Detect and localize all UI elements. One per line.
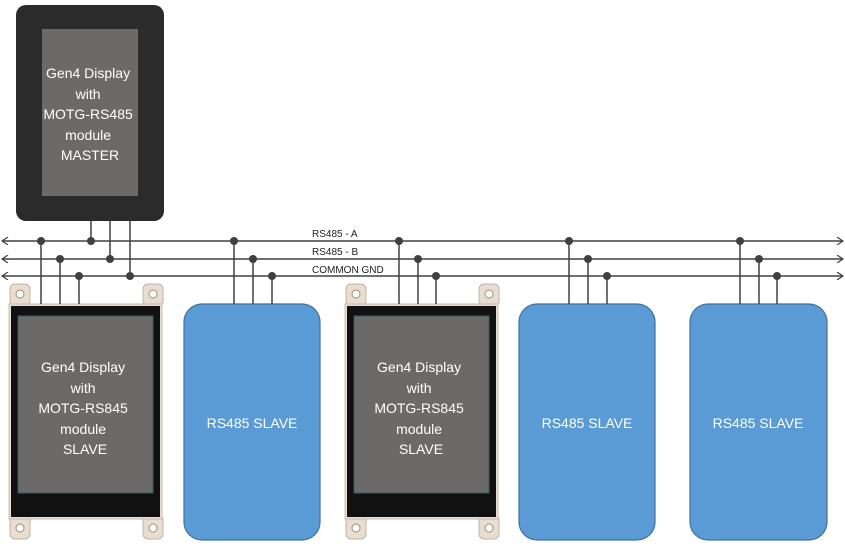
bus	[2, 241, 843, 276]
bus-label-common-gnd: COMMON GND	[312, 265, 384, 276]
display-screen	[17, 315, 154, 494]
master-display: Gen4 Display with MOTG-RS485 module MAST…	[16, 5, 164, 221]
master-bus-connections	[90, 221, 131, 276]
rs485-slave-2: RS485 SLAVE	[518, 303, 656, 541]
slave-display-2: Gen4 Display with MOTG-RS845 module SLAV…	[344, 283, 500, 540]
bus-label-rs485-a: RS485 - A	[312, 229, 358, 240]
slave-label: RS485 SLAVE	[207, 415, 298, 431]
slave-label: RS485 SLAVE	[713, 415, 804, 431]
master-display-label: Gen4 Display with MOTG-RS485 module MAST…	[43, 65, 136, 163]
slave-display-1: Gen4 Display with MOTG-RS845 module SLAV…	[8, 283, 164, 540]
display-label: Gen4 Display with MOTG-RS845 module SLAV…	[374, 359, 467, 457]
rs485-slave-1: RS485 SLAVE	[183, 303, 321, 541]
display-screen	[353, 315, 490, 494]
node-bus-connections	[40, 241, 778, 304]
display-label: Gen4 Display with MOTG-RS845 module SLAV…	[38, 359, 131, 457]
rs485-slave-3: RS485 SLAVE	[689, 303, 828, 541]
master-display-screen	[42, 29, 138, 196]
bus-label-rs485-b: RS485 - B	[312, 247, 358, 258]
slave-label: RS485 SLAVE	[542, 415, 633, 431]
bus-junction-dots	[37, 237, 781, 280]
